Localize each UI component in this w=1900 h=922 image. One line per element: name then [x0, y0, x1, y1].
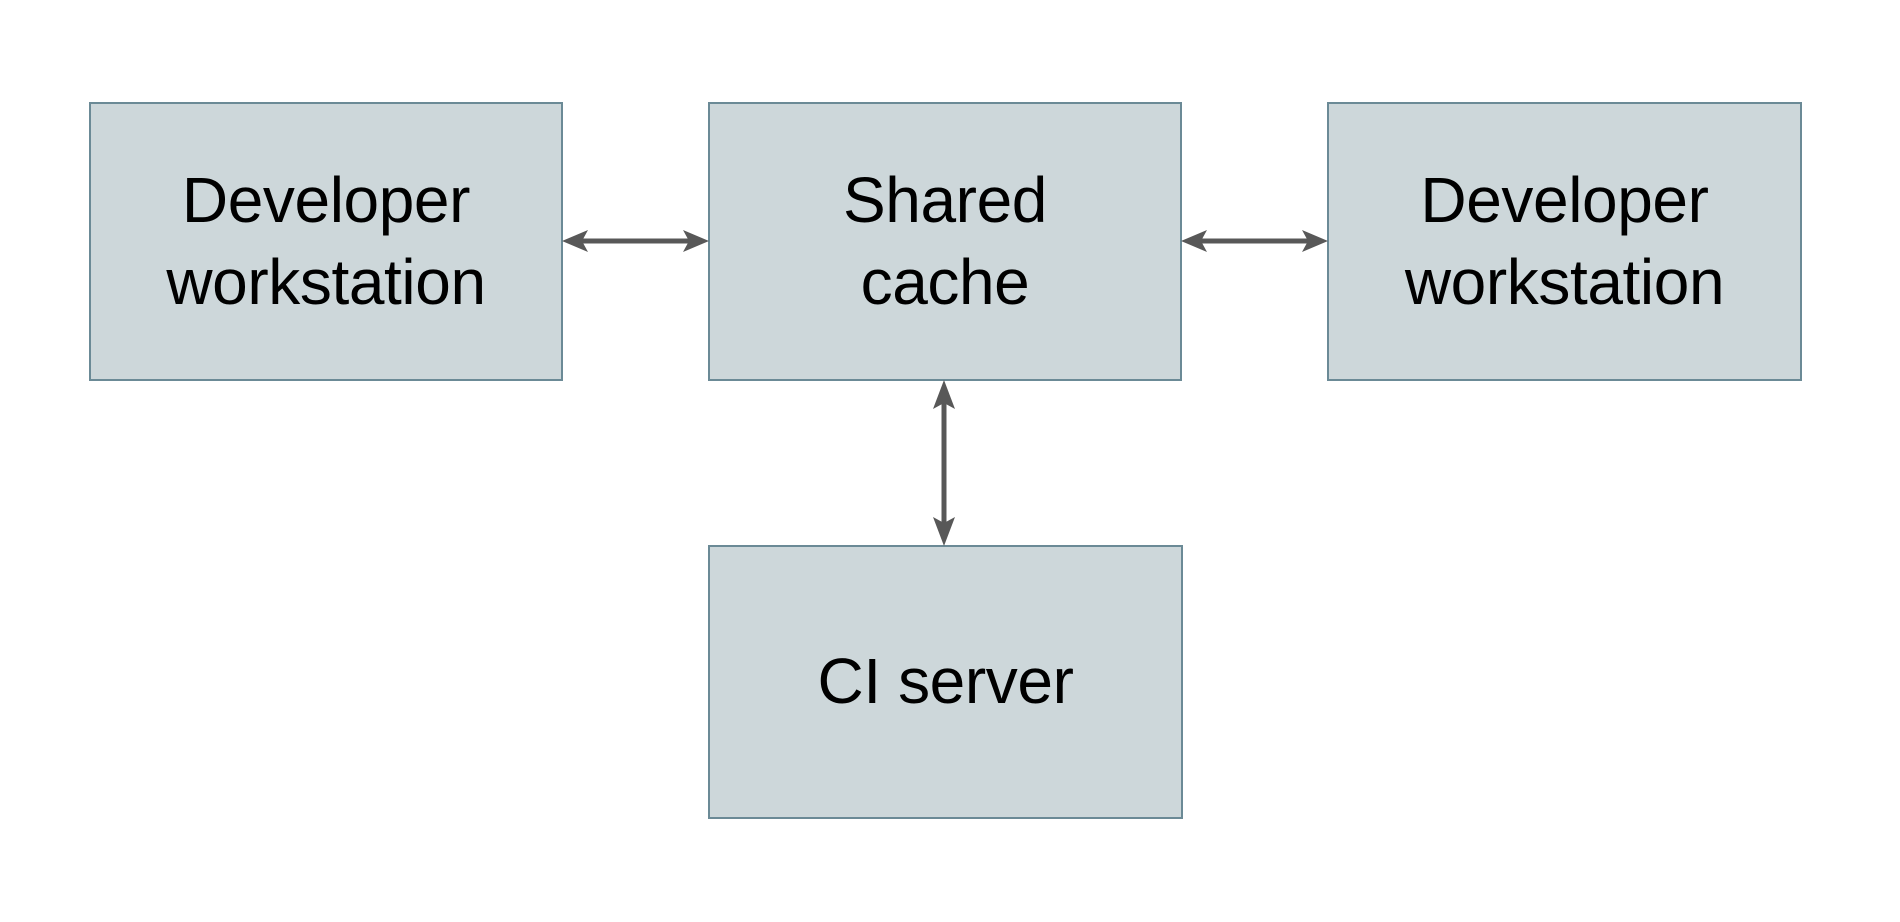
arrowhead-up-icon: [933, 380, 955, 409]
arrowhead-down-icon: [933, 517, 955, 546]
node-label: Developer workstation: [1404, 163, 1725, 318]
node-ci-server[interactable]: CI server: [708, 545, 1183, 819]
arrowhead-left-icon: [1181, 230, 1207, 252]
arrowhead-left-icon: [562, 230, 588, 252]
node-label: Shared cache: [843, 163, 1047, 318]
arrowhead-right-icon: [683, 230, 709, 252]
edge-shared-cache-to-ci-server[interactable]: [913, 380, 975, 546]
node-developer-workstation-left[interactable]: Developer workstation: [89, 102, 563, 381]
arrowhead-right-icon: [1302, 230, 1328, 252]
node-developer-workstation-right[interactable]: Developer workstation: [1327, 102, 1802, 381]
node-label: CI server: [817, 645, 1074, 718]
node-label: Developer workstation: [166, 163, 486, 318]
edge-developer-left-to-shared-cache[interactable]: [562, 210, 709, 272]
edge-shared-cache-to-developer-right[interactable]: [1181, 210, 1328, 272]
node-shared-cache[interactable]: Shared cache: [708, 102, 1182, 381]
